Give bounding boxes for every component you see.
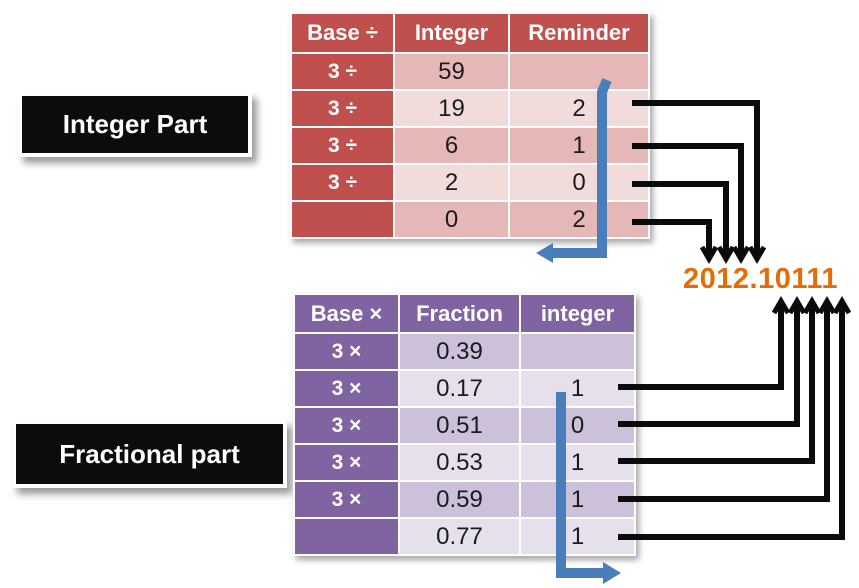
table-cell: 2 — [395, 165, 508, 200]
table-cell: 3 × — [295, 445, 398, 480]
table-cell: 0 — [510, 165, 648, 200]
table-cell: 0.77 — [400, 519, 519, 554]
table-cell: 6 — [395, 128, 508, 163]
table-cell: 1 — [521, 445, 634, 480]
arrow-down-icon — [699, 245, 719, 264]
arrow-down-icon — [716, 245, 736, 264]
table-cell: 1 — [521, 519, 634, 554]
table-cell: 0.51 — [400, 408, 519, 443]
arrow-down-icon — [731, 245, 751, 264]
table-cell — [295, 519, 398, 554]
carry-connector-arrows — [618, 296, 852, 540]
fractional-part-label-box: Fractional part — [12, 420, 287, 488]
connector-arrow — [618, 304, 830, 502]
table-cell — [521, 334, 634, 369]
result-number: 2012.10111 — [683, 263, 839, 295]
connector-arrow — [618, 304, 815, 464]
table-cell: 3 ÷ — [292, 91, 393, 126]
integer-part-label: Integer Part — [62, 109, 208, 139]
table-cell: 2 — [510, 91, 648, 126]
table-cell: 0.39 — [400, 334, 519, 369]
table-cell — [510, 54, 648, 89]
table-cell — [292, 202, 393, 237]
table-cell: 1 — [521, 482, 634, 517]
remainder-connector-arrows — [632, 100, 767, 264]
col-header-integer-digit: integer — [521, 295, 634, 332]
connector-arrow — [618, 304, 784, 390]
col-header-base-div: Base ÷ — [292, 14, 393, 52]
arrow-up-icon — [771, 296, 791, 315]
connector-arrow — [632, 100, 760, 256]
col-header-reminder: Reminder — [510, 14, 648, 52]
table-cell: 3 × — [295, 482, 398, 517]
col-header-integer: Integer — [395, 14, 508, 52]
fraction-table: Base × Fraction integer 3 × 0.39 3 × 0.1… — [293, 293, 636, 556]
arrow-up-icon — [817, 296, 837, 315]
table-cell: 0.53 — [400, 445, 519, 480]
table-cell: 19 — [395, 91, 508, 126]
table-cell: 2 — [510, 202, 648, 237]
table-cell: 3 ÷ — [292, 128, 393, 163]
table-cell: 0.59 — [400, 482, 519, 517]
col-header-base-mul: Base × — [295, 295, 398, 332]
integer-part-label-box: Integer Part — [18, 92, 252, 157]
table-cell: 3 ÷ — [292, 165, 393, 200]
table-cell: 0 — [521, 408, 634, 443]
fractional-part-label: Fractional part — [59, 438, 240, 469]
arrow-left-icon — [536, 243, 553, 263]
arrow-up-icon — [832, 296, 852, 315]
table-cell: 1 — [521, 371, 634, 406]
arrow-down-icon — [747, 245, 767, 264]
col-header-fraction: Fraction — [400, 295, 519, 332]
arrow-up-icon — [787, 296, 807, 315]
connector-arrow — [618, 304, 845, 540]
table-cell: 0 — [395, 202, 508, 237]
table-cell: 3 × — [295, 408, 398, 443]
arrow-up-icon — [802, 296, 822, 315]
table-cell: 59 — [395, 54, 508, 89]
connector-arrow — [618, 304, 800, 427]
arrow-right-icon — [603, 562, 621, 584]
table-cell: 3 × — [295, 371, 398, 406]
table-cell: 0.17 — [400, 371, 519, 406]
integer-table: Base ÷ Integer Reminder 3 ÷ 59 3 ÷ 19 2 … — [290, 12, 650, 239]
table-cell: 3 ÷ — [292, 54, 393, 89]
table-cell: 1 — [510, 128, 648, 163]
table-cell: 3 × — [295, 334, 398, 369]
